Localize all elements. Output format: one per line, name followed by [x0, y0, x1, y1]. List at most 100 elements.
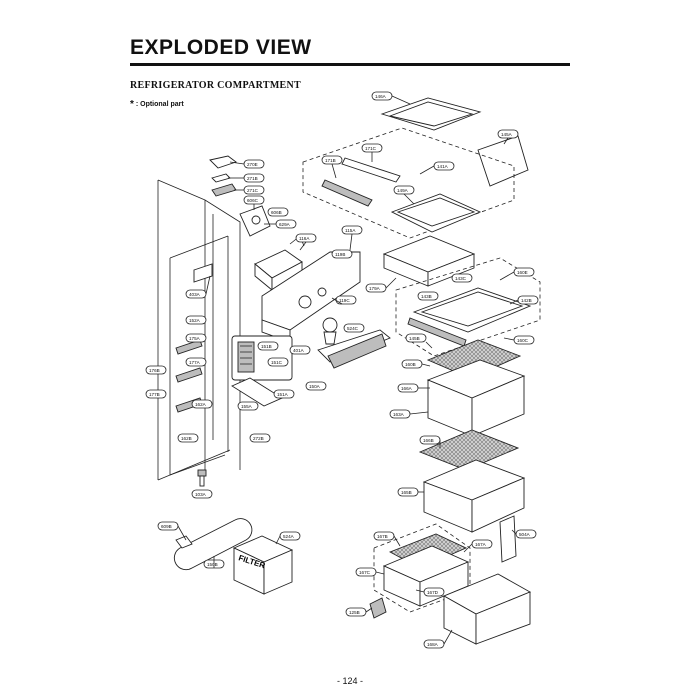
svg-text:151C: 151C: [271, 360, 283, 365]
svg-text:401A: 401A: [293, 348, 305, 353]
callout-155A: 155A: [237, 401, 259, 411]
svg-text:167D: 167D: [427, 590, 439, 595]
callout-152A: 152A: [185, 315, 207, 325]
callout-524C: 524C: [343, 323, 365, 333]
page-number: - 124 -: [336, 676, 363, 686]
callout-145B: 145B: [405, 333, 427, 343]
small-cover-125B: [369, 597, 387, 619]
filter-box: FILTER: [232, 535, 294, 595]
svg-text:115A: 115A: [345, 228, 356, 233]
svg-text:119C: 119C: [339, 298, 350, 303]
svg-text:145A: 145A: [501, 132, 513, 137]
callout-403A: 403A: [185, 289, 207, 299]
callout-141A: 141A: [433, 161, 455, 171]
section-subtitle: REFRIGERATOR COMPARTMENT: [130, 80, 302, 91]
callout-146A: 146A: [371, 91, 393, 101]
damper-assembly-box: [231, 335, 293, 381]
svg-text:271B: 271B: [247, 176, 258, 181]
svg-text:272B: 272B: [253, 436, 264, 441]
top-glass-shelf: [380, 97, 482, 131]
svg-text:150A: 150A: [309, 384, 321, 389]
svg-text:116A: 116A: [299, 236, 310, 241]
svg-text:152A: 152A: [189, 318, 201, 323]
svg-text:167A: 167A: [475, 542, 487, 547]
cabinet-frame: [157, 179, 241, 481]
svg-text:606B: 606B: [271, 210, 282, 215]
callout-115A: 115A: [341, 225, 363, 235]
upper-shelf-set: [321, 157, 482, 233]
callout-629A: 629A: [275, 219, 297, 229]
callout-160C: 160C: [513, 335, 535, 345]
svg-text:176B: 176B: [149, 368, 160, 373]
middle-crisper-cover: [418, 429, 520, 471]
callout-166A: 166A: [397, 383, 419, 393]
callout-167C: 167C: [355, 567, 377, 577]
svg-text:163A: 163A: [393, 412, 405, 417]
svg-text:146A: 146A: [375, 94, 387, 99]
callout-119B: 119B: [331, 249, 353, 259]
optional-part-note: * : Optional part: [130, 99, 184, 110]
callout-165B: 165B: [397, 487, 419, 497]
side-cover: [477, 135, 529, 187]
svg-text:160E: 160E: [517, 270, 528, 275]
svg-text:141A: 141A: [437, 164, 449, 169]
svg-text:524A: 524A: [283, 534, 295, 539]
callout-103A: 103A: [191, 489, 213, 499]
svg-text:149A: 149A: [397, 188, 409, 193]
svg-text:125B: 125B: [349, 610, 360, 615]
callout-166B: 166B: [419, 435, 441, 445]
callout-142B: 142B: [517, 295, 539, 305]
svg-text:143C: 143C: [455, 276, 467, 281]
svg-text:160C: 160C: [517, 338, 529, 343]
svg-text:151A: 151A: [277, 392, 289, 397]
callout-116A: 116A: [295, 233, 317, 243]
side-part-504A: [499, 515, 517, 563]
svg-text:162B: 162B: [181, 436, 192, 441]
svg-text:155A: 155A: [241, 404, 253, 409]
callout-119C: 119C: [335, 295, 357, 305]
svg-text:171B: 171B: [325, 158, 336, 163]
callout-167D: 167D: [423, 587, 445, 597]
callout-167B: 167B: [373, 531, 395, 541]
svg-text:143B: 143B: [421, 294, 432, 299]
svg-text:271C: 271C: [247, 188, 259, 193]
callout-160E: 160E: [513, 267, 535, 277]
callout-167A: 167A: [471, 539, 493, 549]
page-title: EXPLODED VIEW: [130, 36, 312, 59]
callout-150A: 150A: [305, 381, 327, 391]
svg-text:629A: 629A: [279, 222, 291, 227]
callout-271B: 271B: [243, 173, 265, 183]
svg-text:403A: 403A: [189, 292, 201, 297]
title-rule: [130, 63, 570, 66]
svg-text:150B: 150B: [207, 562, 218, 567]
svg-text:162A: 162A: [195, 402, 207, 407]
callout-149A: 149A: [393, 185, 415, 195]
callout-175A: 175A: [185, 333, 207, 343]
callout-151B: 151B: [257, 341, 279, 351]
filter-cartridge: [173, 518, 253, 571]
callout-162A: 162A: [191, 399, 213, 409]
screw-part: [197, 469, 207, 487]
callout-606C: 606C: [243, 195, 265, 205]
svg-text:171C: 171C: [365, 146, 377, 151]
svg-text:167C: 167C: [359, 570, 371, 575]
middle-crisper-drawer: [422, 459, 526, 533]
callout-163A: 163A: [389, 409, 411, 419]
optional-note-text: : Optional part: [135, 101, 184, 108]
callout-160B: 160B: [401, 359, 423, 369]
svg-text:179A: 179A: [369, 286, 381, 291]
svg-text:166A: 166A: [401, 386, 413, 391]
svg-text:151B: 151B: [261, 344, 272, 349]
lower-bin: [442, 573, 532, 645]
shelf-group-outline-2: [395, 257, 541, 357]
dispenser-bracket: [317, 317, 391, 369]
callout-143C: 143C: [451, 273, 473, 283]
callout-143B: 143B: [417, 291, 439, 301]
svg-text:166B: 166B: [423, 438, 434, 443]
leader-lines: [177, 95, 519, 645]
callout-151A: 151A: [273, 389, 295, 399]
svg-text:168A: 168A: [427, 642, 439, 647]
svg-text:119B: 119B: [335, 252, 345, 257]
callout-606B: 606B: [267, 207, 289, 217]
